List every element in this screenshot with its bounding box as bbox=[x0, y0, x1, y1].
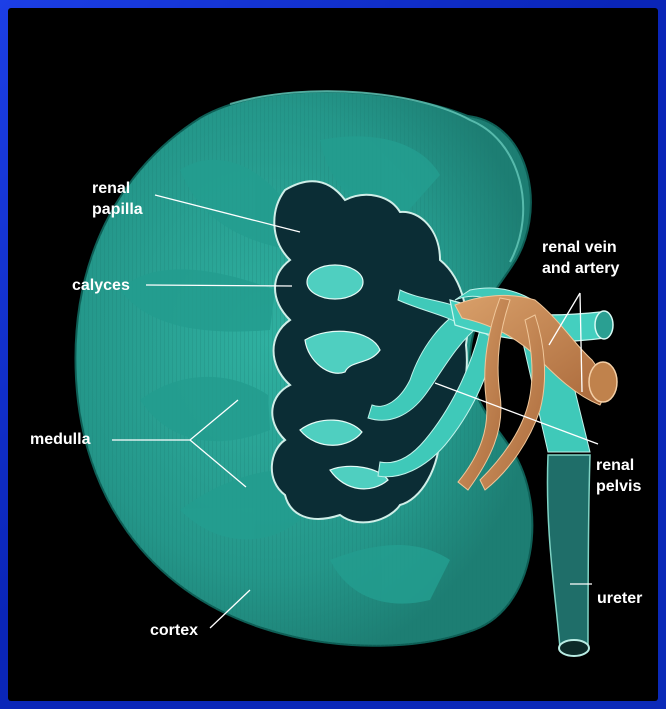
label-renal-pelvis: renal pelvis bbox=[596, 455, 641, 497]
ureter-end bbox=[559, 640, 589, 656]
ureter bbox=[547, 455, 590, 648]
label-medulla: medulla bbox=[30, 429, 90, 450]
label-cortex: cortex bbox=[150, 620, 198, 641]
label-calyces: calyces bbox=[72, 275, 130, 296]
label-ureter: ureter bbox=[597, 588, 642, 609]
label-renal-papilla: renal papilla bbox=[92, 178, 143, 220]
label-renal-vein-artery: renal vein and artery bbox=[542, 237, 619, 279]
